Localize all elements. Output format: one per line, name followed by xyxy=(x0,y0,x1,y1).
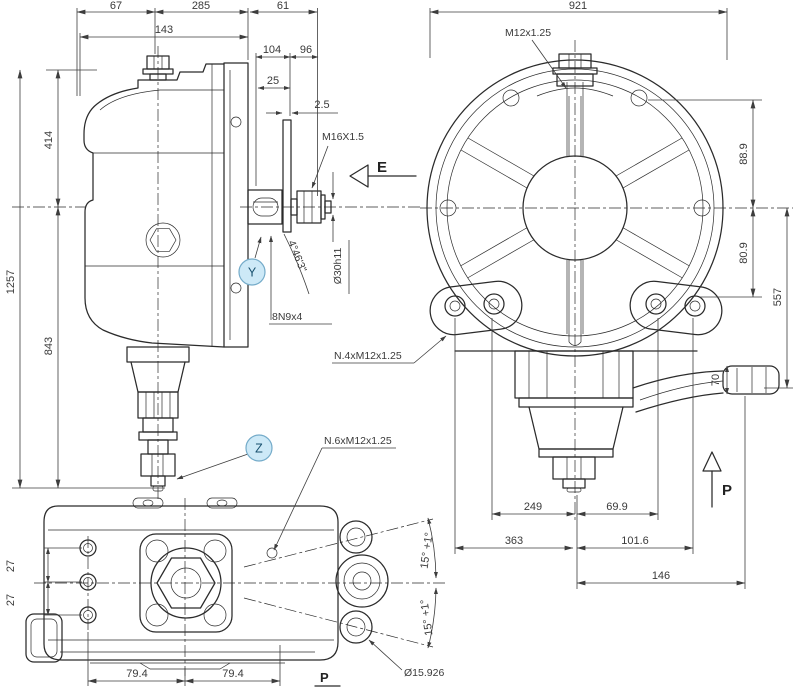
angle-lower: 15° +1° xyxy=(419,598,436,636)
dim-88-9: 88.9 xyxy=(738,143,750,164)
label-n6-studs: N.6xM12x1.25 xyxy=(324,435,392,447)
dim-25: 25 xyxy=(267,75,279,87)
dim-363: 363 xyxy=(505,535,523,547)
balloon-y xyxy=(238,258,266,286)
output-shaft xyxy=(126,346,190,492)
thin-plate xyxy=(282,119,292,233)
balloon-y-label: Y xyxy=(248,266,257,280)
bottom-view xyxy=(25,497,445,676)
dim-2-5: 2.5 xyxy=(314,99,329,111)
balloon-z xyxy=(245,434,273,462)
dim-249: 249 xyxy=(524,501,542,513)
front-top-bolt xyxy=(536,53,614,97)
dim-285: 285 xyxy=(192,0,210,12)
dim-1257: 1257 xyxy=(5,270,17,294)
shift-lever xyxy=(632,365,780,413)
view-e-label: E xyxy=(377,159,387,176)
front-lower-housing xyxy=(454,350,698,493)
mounting-bosses xyxy=(429,280,723,336)
dim-80-9: 80.9 xyxy=(738,242,750,263)
dim-96: 96 xyxy=(300,44,312,56)
lever-knob xyxy=(722,365,780,395)
label-keyway: 8N9x4 xyxy=(272,311,303,323)
bell-housing-outer xyxy=(426,59,724,357)
view-p-arrow xyxy=(702,451,722,472)
dim-79-4-b: 79.4 xyxy=(222,668,243,680)
dim-69-9: 69.9 xyxy=(606,501,627,513)
front-view-dimensions: 921 M12x1.25 88.9 80.9 557 N.4xM12x1.25 … xyxy=(332,0,793,589)
angle-upper: 15° +1° xyxy=(419,532,436,570)
bottom-body-outline xyxy=(43,505,339,661)
mounting-flange xyxy=(223,62,249,348)
dim-146: 146 xyxy=(652,570,670,582)
top-bolt xyxy=(142,55,174,81)
balloon-z-label: Z xyxy=(255,442,263,456)
dim-104: 104 xyxy=(263,44,281,56)
dim-67: 67 xyxy=(110,0,122,12)
pto-position-bosses xyxy=(335,520,389,644)
label-taper: 4°46'3" xyxy=(285,239,309,275)
side-view-dimensions: 67 285 61 143 104 96 25 2.5 M16X1.5 414 … xyxy=(5,0,417,489)
output-hex-nut xyxy=(156,557,216,609)
label-m16x1-5: M16X1.5 xyxy=(322,131,364,143)
label-n4-studs: N.4xM12x1.25 xyxy=(334,350,402,362)
dim-27-b: 27 xyxy=(5,594,17,606)
label-m12x1-25: M12x1.25 xyxy=(505,27,551,39)
center-hub xyxy=(522,155,628,261)
dim-101-6: 101.6 xyxy=(621,535,649,547)
dim-70: 70 xyxy=(710,374,722,386)
label-pin-dia: Ø15.926 xyxy=(404,667,444,679)
dim-27-a: 27 xyxy=(5,560,17,572)
spokes xyxy=(460,82,690,334)
drain-plug-hex xyxy=(149,228,177,252)
label-shaft-dia: Ø30h11 xyxy=(332,248,344,285)
dim-143: 143 xyxy=(155,24,173,36)
gearbox-housing-outline xyxy=(83,63,225,348)
dim-414: 414 xyxy=(43,131,55,149)
view-p-label: P xyxy=(320,670,329,685)
output-flange-bottom xyxy=(139,533,233,633)
dim-921: 921 xyxy=(569,0,587,12)
view-p-arrow-label: P xyxy=(722,482,732,499)
bottom-view-dimensions: 27 27 N.6xM12x1.25 15° +1° 15° +1° Ø15.9… xyxy=(5,435,444,687)
front-view xyxy=(420,40,793,520)
dim-843: 843 xyxy=(43,337,55,355)
dim-79-4-a: 79.4 xyxy=(126,668,147,680)
dim-557: 557 xyxy=(772,288,784,306)
pto-side-shaft xyxy=(247,119,332,233)
side-view xyxy=(12,46,420,500)
view-e-arrow xyxy=(349,164,369,188)
dim-61: 61 xyxy=(277,0,289,12)
